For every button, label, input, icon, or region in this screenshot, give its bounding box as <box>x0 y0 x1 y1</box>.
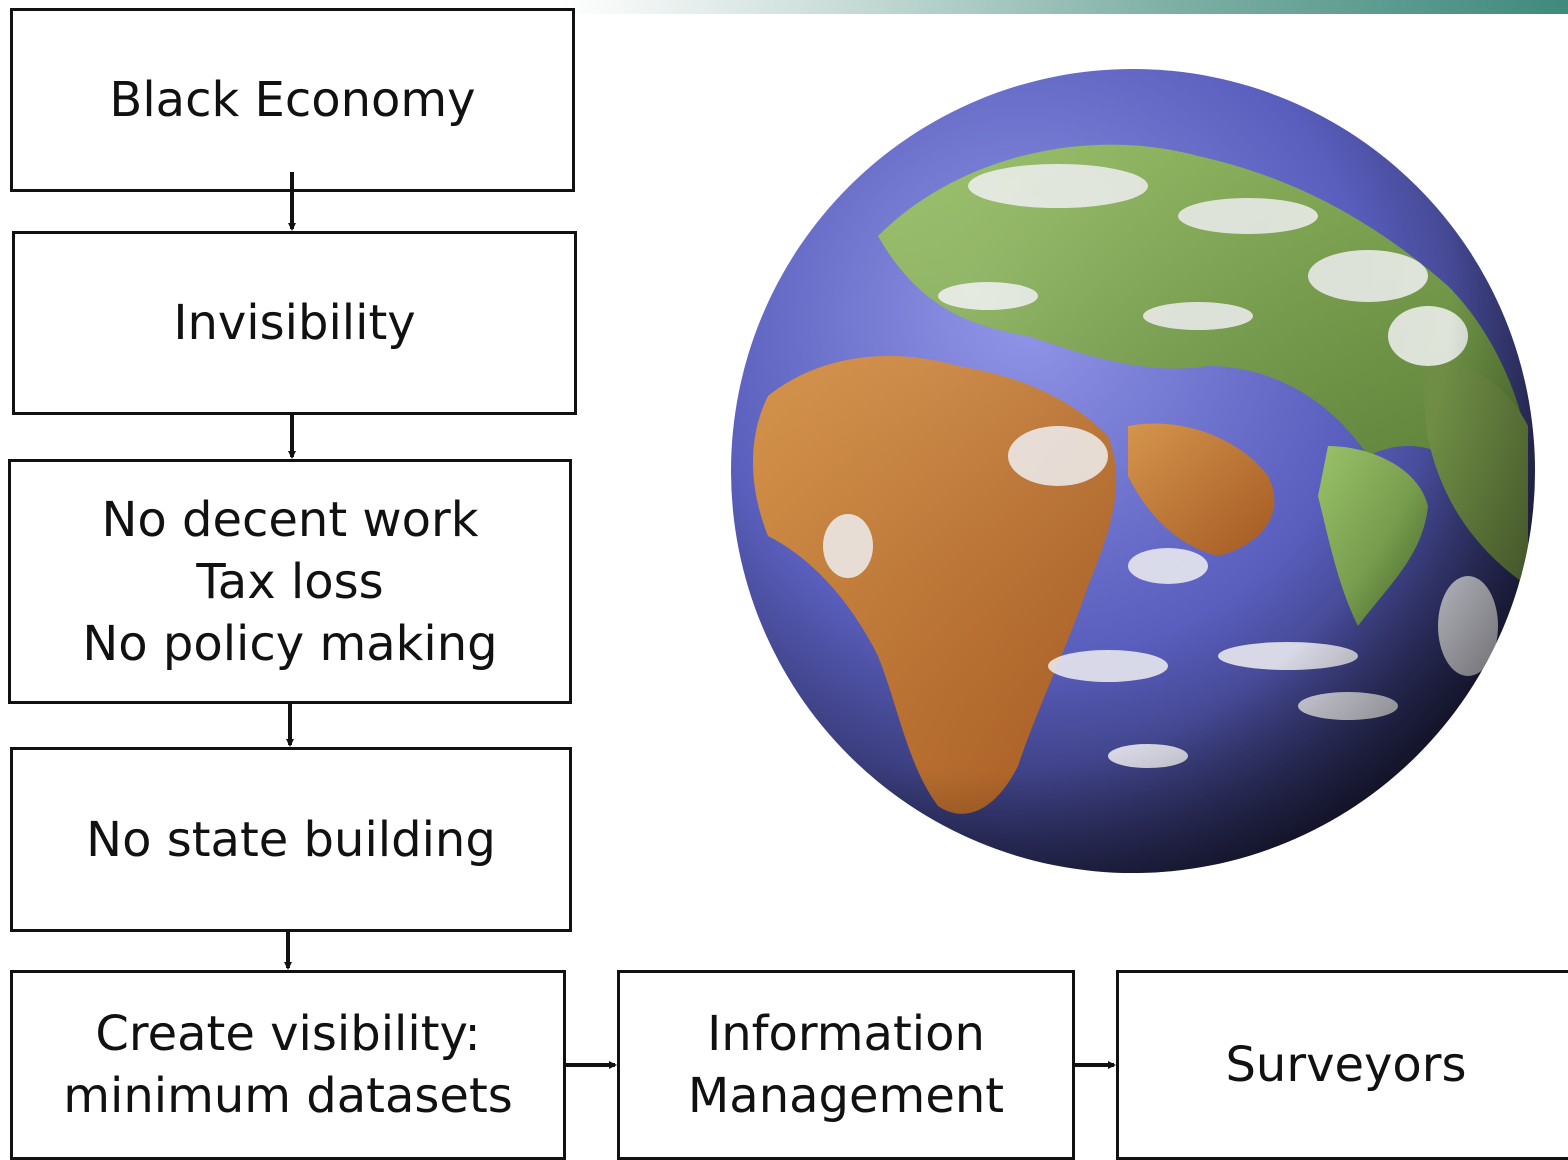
box-black-economy: Black Economy <box>10 8 575 192</box>
box-label: minimum datasets <box>63 1068 513 1124</box>
box-label: No policy making <box>82 615 498 672</box>
box-label: No state building <box>86 811 496 868</box>
box-label: Information <box>707 1006 985 1062</box>
accent-bar <box>560 0 1568 14</box>
box-invisibility: Invisibility <box>12 231 577 415</box>
box-label: Tax loss <box>196 553 384 610</box>
box-information-management: Information Management <box>617 970 1075 1160</box>
box-label: Management <box>687 1068 1005 1124</box>
globe-icon <box>728 66 1538 876</box>
box-consequences: No decent work Tax loss No policy making <box>8 459 572 704</box>
box-label: Surveyors <box>1225 1037 1467 1093</box>
box-label: Create visibility: <box>95 1006 481 1062</box>
box-label: No decent work <box>101 491 479 548</box>
box-surveyors: Surveyors <box>1116 970 1568 1160</box>
box-create-visibility: Create visibility: minimum datasets <box>10 970 566 1160</box>
box-label: Black Economy <box>109 72 476 128</box>
box-label: Invisibility <box>173 295 416 351</box>
box-no-state-building: No state building <box>10 747 572 932</box>
